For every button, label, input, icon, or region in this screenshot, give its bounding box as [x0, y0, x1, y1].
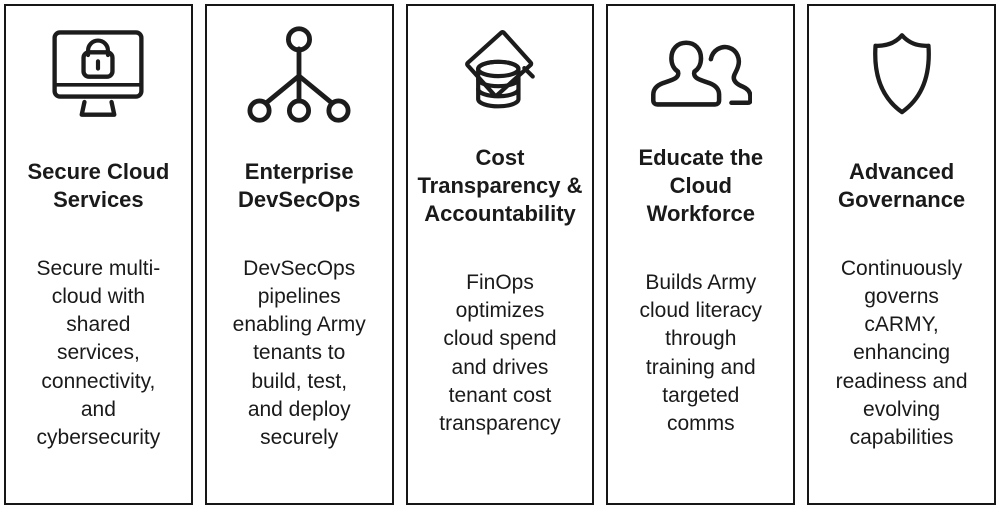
card-body: FinOps optimizes cloud spend and drives … — [439, 271, 561, 435]
monitor-lock-icon — [6, 6, 191, 142]
card-enterprise-devsecops: Enterprise DevSecOps DevSecOps pipelines… — [204, 4, 394, 505]
coins-stack-icon — [408, 6, 593, 142]
card-secure-cloud-services: Secure Cloud Services Secure multi- clou… — [4, 4, 193, 505]
card-title: Advanced Governance — [838, 158, 966, 212]
card-body: Builds Army cloud literacy through train… — [639, 271, 763, 435]
people-icon — [608, 6, 793, 142]
shield-icon — [809, 6, 994, 142]
card-title: Secure Cloud Services — [27, 158, 170, 212]
network-tree-icon — [207, 6, 392, 142]
card-title: Cost Transparency & Accountability — [417, 144, 583, 227]
card-advanced-governance: Advanced Governance Continuously governs… — [807, 4, 996, 505]
card-educate-cloud-workforce: Educate the Cloud Workforce Builds Army … — [606, 4, 796, 505]
card-body: Secure multi- cloud with shared services… — [36, 257, 161, 449]
card-body: DevSecOps pipelines enabling Army tenant… — [232, 257, 366, 449]
card-title: Enterprise DevSecOps — [238, 158, 361, 212]
card-body: Continuously governs cARMY, enhancing re… — [835, 257, 968, 449]
card-title: Educate the Cloud Workforce — [638, 144, 764, 227]
card-cost-transparency-accountability: Cost Transparency & Accountability FinOp… — [405, 4, 595, 505]
